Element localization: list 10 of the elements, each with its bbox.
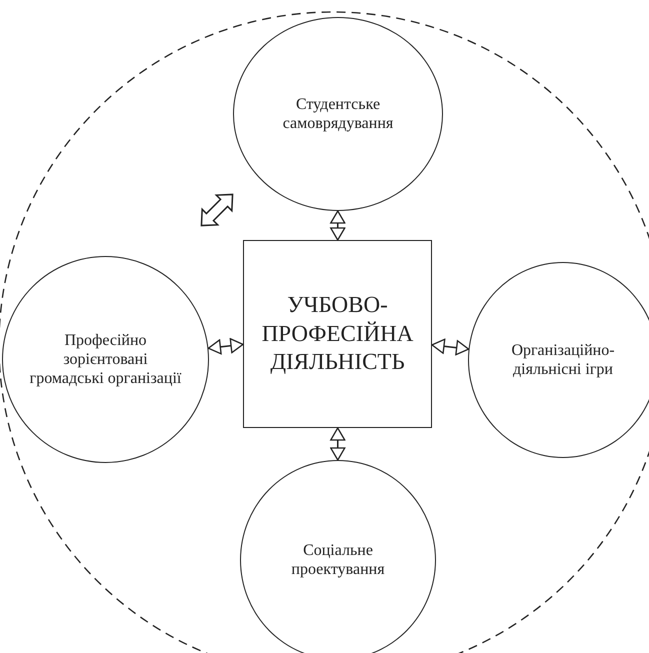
double-arrow xyxy=(431,338,470,356)
double-arrow xyxy=(330,210,346,241)
circle-label: Професійно зорієнтовані громадські організації xyxy=(28,330,182,388)
circle-label: Соціальне проектування xyxy=(290,540,386,580)
double-arrow xyxy=(208,338,244,354)
core-label: УЧБОВО-ПРОФЕСІЙНА ДІЯЛЬНІСТЬ xyxy=(260,290,414,376)
circle-label: Студентське самоврядування xyxy=(282,94,394,134)
double-arrow xyxy=(330,427,346,461)
circle-label: Організаційно-діяльнісні ігри xyxy=(510,340,616,380)
core-box xyxy=(243,240,432,428)
